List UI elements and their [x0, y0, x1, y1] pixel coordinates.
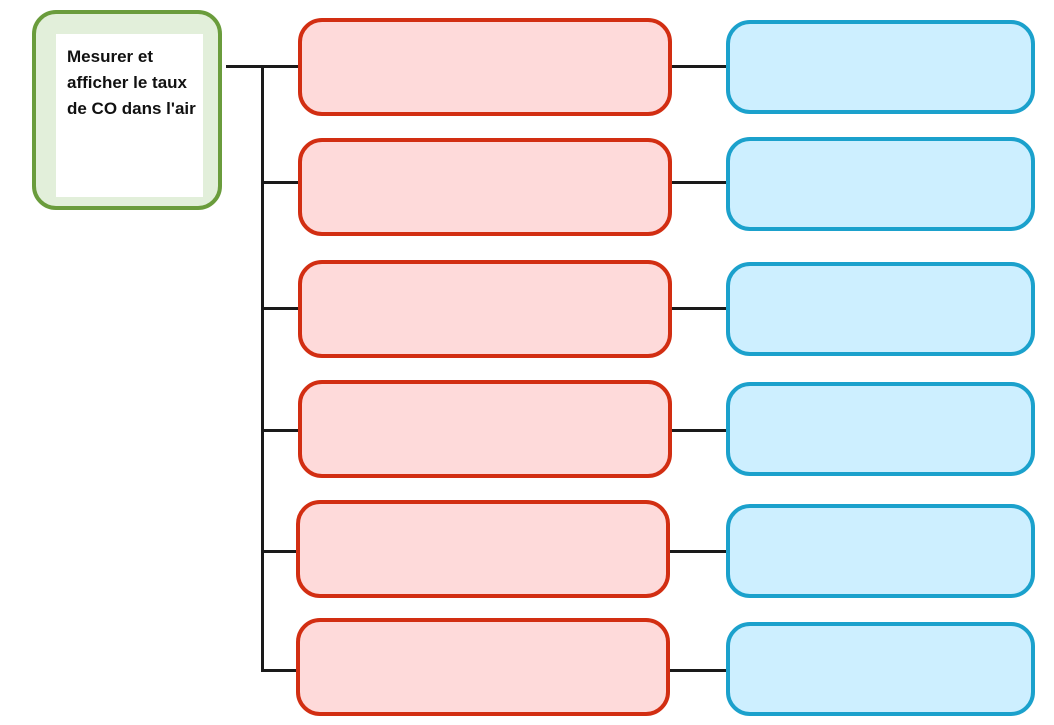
branch-line-3: [261, 307, 301, 310]
solution-box-1: [726, 20, 1035, 114]
solution-box-4: [726, 382, 1035, 476]
link-line-3: [670, 307, 728, 310]
link-line-5: [668, 550, 728, 553]
branch-line-1: [261, 65, 301, 68]
technical-function-box-3: [298, 260, 672, 358]
branch-line-2: [261, 181, 301, 184]
main-function-label: Mesurer et afficher le taux de CO dans l…: [56, 34, 203, 197]
link-line-1: [670, 65, 728, 68]
branch-line-4: [261, 429, 301, 432]
trunk-line: [261, 65, 264, 672]
solution-box-3: [726, 262, 1035, 356]
link-line-6: [668, 669, 728, 672]
technical-function-box-1: [298, 18, 672, 116]
technical-function-box-6: [296, 618, 670, 716]
link-line-4: [670, 429, 728, 432]
solution-box-6: [726, 622, 1035, 716]
solution-box-2: [726, 137, 1035, 231]
technical-function-box-4: [298, 380, 672, 478]
technical-function-box-2: [298, 138, 672, 236]
technical-function-box-5: [296, 500, 670, 598]
root-connector: [226, 65, 264, 68]
branch-line-5: [261, 550, 299, 553]
solution-box-5: [726, 504, 1035, 598]
main-function-box: Mesurer et afficher le taux de CO dans l…: [32, 10, 222, 210]
link-line-2: [670, 181, 728, 184]
branch-line-6: [261, 669, 299, 672]
